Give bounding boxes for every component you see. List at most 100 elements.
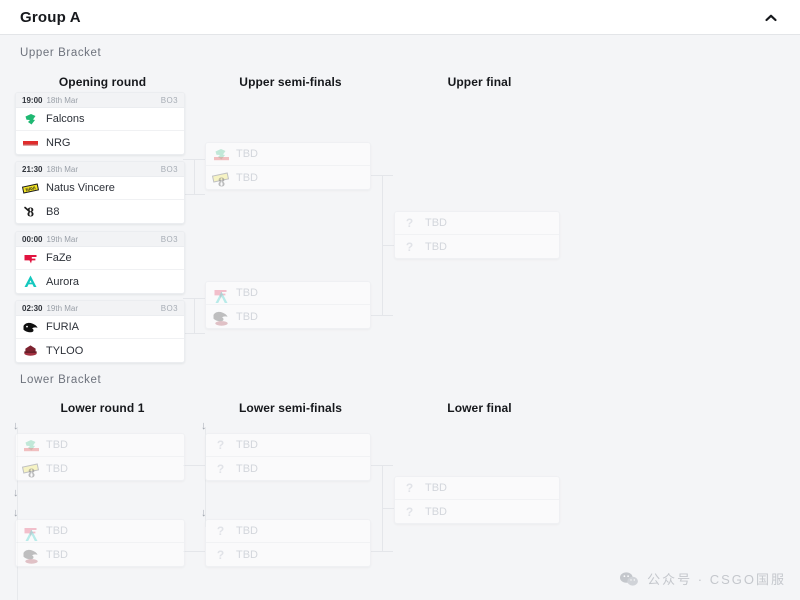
match-format: BO3: [160, 95, 178, 105]
team-row[interactable]: FaZe: [16, 247, 184, 270]
team-row[interactable]: TBD: [16, 434, 184, 457]
team-row[interactable]: ? TBD: [395, 212, 559, 235]
team-row[interactable]: 8 TBD: [206, 166, 370, 189]
team-row[interactable]: NRG: [16, 131, 184, 154]
team-name: FURIA: [46, 321, 79, 333]
upper-bracket-label: Upper Bracket: [20, 47, 102, 59]
question-mark-icon: ?: [216, 547, 225, 562]
team-name: FaZe: [46, 252, 72, 264]
falcons-logo: [22, 437, 39, 454]
match-card[interactable]: 02:30 19th Mar BO3 FURIA: [15, 300, 185, 363]
team-row[interactable]: ? TBD: [206, 543, 370, 566]
team-name: TBD: [236, 148, 258, 160]
team-name: NRG: [46, 136, 71, 149]
svg-text:NAVI: NAVI: [25, 185, 36, 192]
drop-arrow-icon: ↓: [13, 507, 19, 519]
team-name: TBD: [236, 287, 258, 299]
team-row[interactable]: Falcons: [16, 108, 184, 131]
team-name: TBD: [236, 462, 258, 475]
match-card[interactable]: TBD TBD: [205, 281, 371, 329]
drop-arrow-icon: ↓: [201, 507, 207, 519]
team-row[interactable]: 8 B8: [16, 200, 184, 223]
ghost-logo-stack: [22, 546, 39, 564]
connector: [382, 508, 394, 509]
match-date: 18th Mar: [46, 95, 79, 105]
lower-bracket-label: Lower Bracket: [20, 374, 102, 386]
team-row[interactable]: TBD: [206, 282, 370, 305]
match-card[interactable]: TBD 8: [15, 433, 185, 481]
match-meta: 19:00 18th Mar BO3: [16, 93, 184, 108]
page-title: Group A: [20, 8, 81, 26]
tyloo-logo: [213, 312, 230, 328]
team-row[interactable]: ? TBD: [206, 520, 370, 543]
furia-logo: [22, 319, 39, 336]
match-time: 00:00: [22, 234, 43, 244]
nrg-logo: [22, 134, 39, 151]
match-card[interactable]: ? TBD ? TBD: [205, 433, 371, 481]
navi-logo: [21, 460, 40, 477]
team-name: Falcons: [46, 113, 85, 125]
question-mark-icon: ?: [405, 239, 414, 254]
team-row[interactable]: TBD: [16, 543, 184, 566]
match-meta: 21:30 18th Mar BO3: [16, 162, 184, 177]
match-card[interactable]: ? TBD ? TBD: [394, 211, 560, 259]
ghost-logo-stack: [22, 523, 39, 541]
b8-logo: 8: [213, 173, 230, 190]
question-mark-icon: ?: [216, 524, 225, 538]
round-head-upper-final: Upper final: [447, 75, 512, 89]
match-card[interactable]: 21:30 18th Mar BO3 NAVI Natus Vincere: [15, 161, 185, 224]
faze-logo: [22, 250, 39, 267]
team-row[interactable]: 8 TBD: [16, 457, 184, 480]
match-card[interactable]: TBD 8: [205, 142, 371, 190]
faze-logo: [212, 285, 229, 302]
ghost-logo-stack: [212, 285, 229, 303]
ghost-logo-stack: [212, 146, 229, 163]
team-name: TBD: [236, 439, 258, 451]
ghost-logo-stack: [22, 437, 39, 454]
match-date: 19th Mar: [46, 234, 79, 244]
team-name: TBD: [46, 462, 68, 475]
svg-text:8: 8: [28, 467, 35, 482]
watermark-text: 公众号 · CSGO国服: [647, 572, 786, 587]
team-row[interactable]: ? TBD: [395, 235, 559, 258]
match-card[interactable]: ? TBD ? TBD: [205, 519, 371, 567]
team-row[interactable]: ? TBD: [395, 500, 559, 523]
drop-arrow-icon: ↓: [13, 420, 19, 432]
drop-arrow-icon: ↓: [201, 420, 207, 432]
aurora-logo: [213, 289, 230, 306]
team-row[interactable]: TYLOO: [16, 339, 184, 362]
connector: [382, 245, 394, 246]
aurora-logo: [22, 273, 39, 290]
match-card[interactable]: 00:00 19th Mar BO3 FaZe: [15, 231, 185, 294]
team-name: TBD: [46, 525, 68, 537]
furia-logo: [212, 308, 229, 325]
team-name: Aurora: [46, 275, 80, 288]
team-row[interactable]: ? TBD: [206, 457, 370, 480]
wechat-icon: [619, 571, 639, 587]
round-head-opening: Opening round: [58, 75, 147, 89]
match-time: 21:30: [22, 164, 43, 174]
match-card[interactable]: ? TBD ? TBD: [394, 476, 560, 524]
chevron-up-icon[interactable]: [764, 11, 778, 25]
team-row[interactable]: FURIA: [16, 316, 184, 339]
team-row[interactable]: Aurora: [16, 270, 184, 293]
team-row[interactable]: ? TBD: [395, 477, 559, 500]
match-meta: 00:00 19th Mar BO3: [16, 232, 184, 247]
team-row[interactable]: TBD: [206, 305, 370, 328]
team-name: TBD: [236, 525, 258, 537]
round-head-lower-r1: Lower round 1: [60, 401, 145, 415]
team-row[interactable]: TBD: [16, 520, 184, 543]
team-row[interactable]: ? TBD: [206, 434, 370, 457]
team-row[interactable]: NAVI Natus Vincere: [16, 177, 184, 200]
ghost-logo-stack: 8: [21, 460, 40, 480]
tyloo-logo: [23, 550, 40, 566]
team-row[interactable]: TBD: [206, 143, 370, 166]
round-head-lower-final: Lower final: [447, 401, 512, 415]
falcons-logo: [22, 111, 39, 128]
group-header[interactable]: Group A: [0, 0, 800, 35]
match-card[interactable]: 19:00 18th Mar BO3 Falcons: [15, 92, 185, 155]
b8-logo: 8: [22, 203, 39, 220]
match-card[interactable]: TBD TBD: [15, 519, 185, 567]
team-name: TBD: [236, 548, 258, 561]
